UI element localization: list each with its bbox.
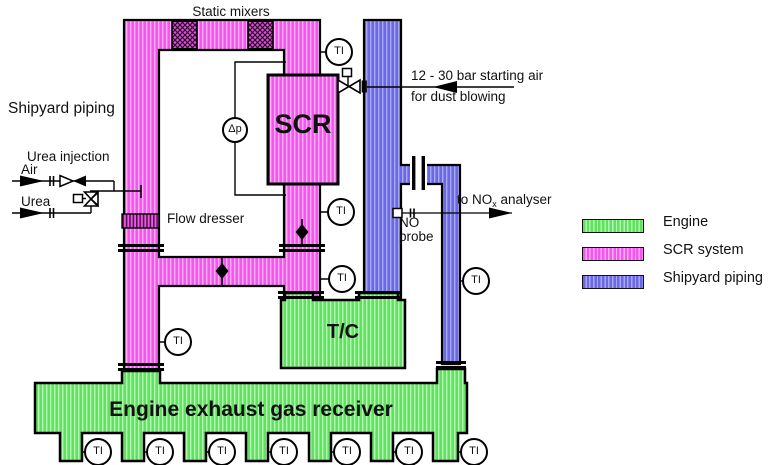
- ti-tag: TI: [469, 445, 479, 457]
- turbocharger-label: T/C: [326, 321, 360, 343]
- nox-analyser-prefix: to NO: [457, 192, 493, 207]
- static-mixer-1: [171, 20, 198, 50]
- starting-air-label-line2: for dust blowing: [411, 89, 506, 104]
- urea-mixing-valve: [72, 190, 100, 208]
- ti-tag: TI: [336, 205, 346, 217]
- legend-swatch-scr: [582, 247, 644, 261]
- legend-swatch-engine: [582, 219, 644, 233]
- dp-gauge: [222, 117, 248, 143]
- ti-tag: TI: [337, 272, 347, 284]
- no-probe-tap: [392, 207, 512, 219]
- dp-gauge-tag: Δp: [228, 123, 242, 135]
- expansion-joint: [410, 156, 427, 190]
- air-flow-arrow: [20, 175, 44, 187]
- ti-tag: TI: [279, 445, 289, 457]
- legend-label-shipyard: Shipyard piping: [663, 270, 763, 286]
- legend-swatch-shipyard: [582, 275, 644, 289]
- dust-blowing-valve: [337, 67, 367, 95]
- legend-label-scr: SCR system: [663, 242, 744, 258]
- ti-tag: TI: [217, 445, 227, 457]
- legend-label-engine: Engine: [663, 214, 709, 230]
- static-mixer-2: [247, 20, 274, 50]
- no-probe-label-line1: NO: [399, 215, 420, 230]
- shipyard-piping-label: Shipyard piping: [8, 100, 115, 117]
- nox-analyser-sub: x: [492, 199, 497, 209]
- ti-tag: TI: [471, 274, 481, 286]
- starting-air-label-line1: 12 - 30 bar starting air: [411, 68, 544, 83]
- nox-analyser-label: to NOx analyser: [457, 192, 552, 209]
- starting-air-arrow: [433, 81, 457, 93]
- ti-tag: TI: [342, 445, 352, 457]
- receiver-label: Engine exhaust gas receiver: [109, 398, 393, 421]
- flow-dresser-label: Flow dresser: [167, 211, 245, 226]
- no-probe-label-line2: probe: [399, 229, 434, 244]
- air-line-ticks: [49, 176, 55, 186]
- urea-flow-arrow: [20, 207, 44, 219]
- check-valve: [59, 174, 86, 188]
- ti-tag: TI: [334, 45, 344, 57]
- damper-connector: [215, 258, 229, 285]
- urea-label: Urea: [21, 194, 51, 209]
- scr-reactor: [266, 73, 340, 186]
- ti-tag: TI: [173, 335, 183, 347]
- ti-tag: TI: [404, 445, 414, 457]
- urea-line-ticks: [49, 208, 55, 218]
- nox-analyser-suffix: analyser: [496, 192, 552, 207]
- scr-reactor-label: SCR: [274, 109, 332, 139]
- ti-gauges: [82, 38, 490, 465]
- ti-tag: TI: [93, 445, 103, 457]
- static-mixers-label: Static mixers: [192, 4, 270, 19]
- flow-dresser-band: [121, 213, 160, 229]
- damper-scr-outlet: [295, 219, 309, 246]
- air-label: Air: [21, 162, 38, 177]
- urea-injection-label: Urea injection: [27, 149, 110, 164]
- ti-tag: TI: [155, 445, 165, 457]
